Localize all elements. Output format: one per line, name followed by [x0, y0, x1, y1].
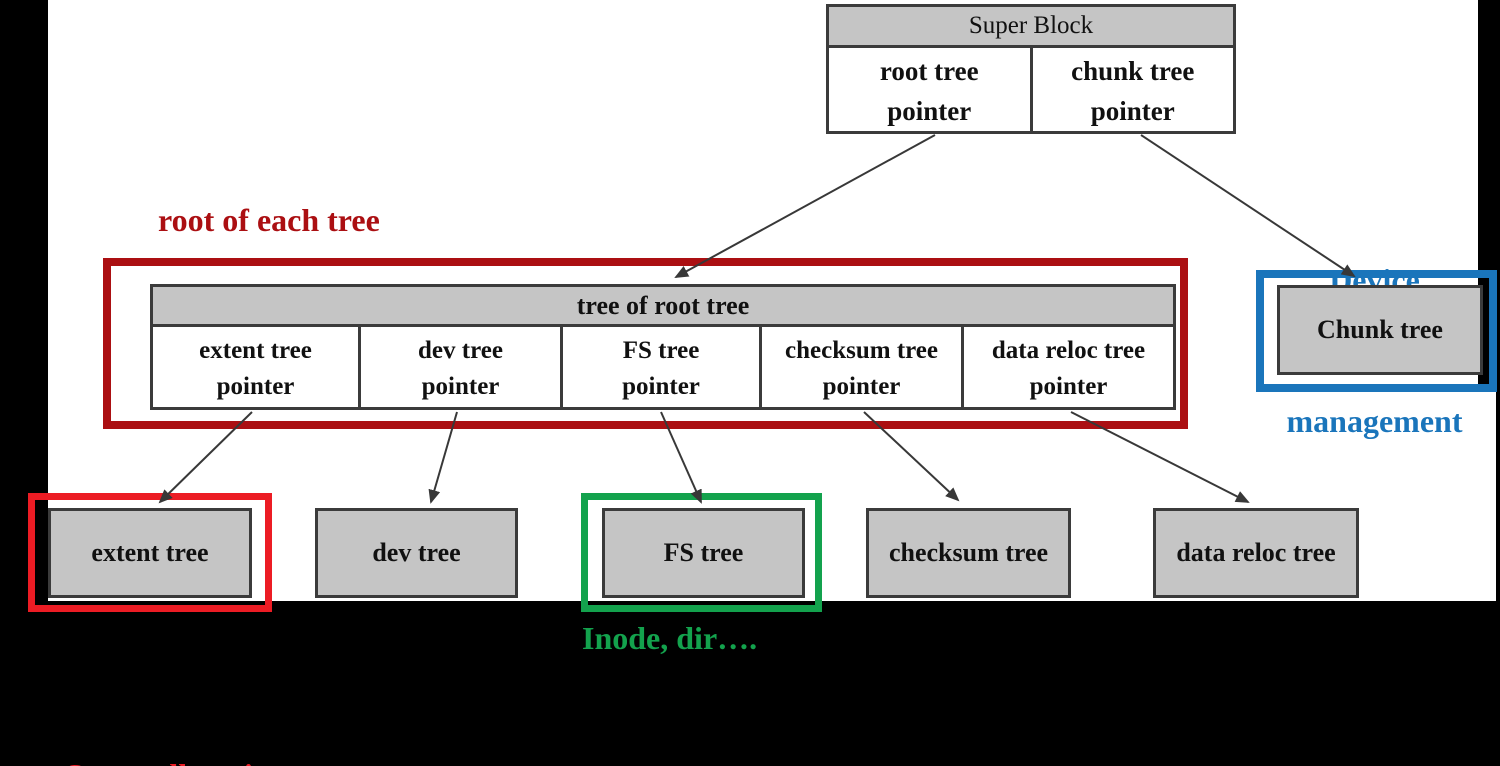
tree-of-root-tree-table: tree of root tree extent tree pointer de…	[150, 284, 1176, 410]
superblock-title: Super Block	[829, 7, 1233, 48]
cell-fs-tree-pointer: FS tree pointer	[560, 327, 759, 410]
cell-line: pointer	[822, 372, 901, 400]
chunk-tree-box: Chunk tree	[1277, 285, 1483, 375]
highlight-box-space-allocation	[28, 493, 272, 612]
cell-checksum-tree-pointer: checksum tree pointer	[759, 327, 961, 410]
data-reloc-tree-box: data reloc tree	[1153, 508, 1359, 598]
annotation-space-allocation: Space allocation information	[20, 663, 332, 766]
cell-line: root tree	[879, 56, 979, 86]
annotation-line: management	[1286, 403, 1463, 439]
highlight-box-inode	[581, 493, 822, 612]
cell-line: pointer	[216, 372, 295, 400]
cell-line: pointer	[622, 372, 700, 400]
cell-extent-tree-pointer: extent tree pointer	[153, 327, 358, 410]
fs-tree-box: FS tree	[602, 508, 805, 598]
annotation-line: Space allocation	[20, 753, 332, 766]
checksum-tree-box: checksum tree	[866, 508, 1071, 598]
canvas-right-strip	[1478, 392, 1496, 601]
superblock-cell-chunk-tree-pointer: chunk tree pointer	[1029, 48, 1234, 134]
extent-tree-box: extent tree	[48, 508, 252, 598]
cell-line: pointer	[887, 96, 972, 126]
highlight-box-device-management	[1256, 270, 1497, 392]
cell-line: pointer	[1090, 96, 1175, 126]
dev-tree-box: dev tree	[315, 508, 518, 598]
cell-line: pointer	[421, 372, 500, 400]
cell-line: checksum tree	[785, 336, 938, 364]
cell-line: FS tree	[622, 336, 700, 364]
cell-line: pointer	[1029, 372, 1108, 400]
superblock-cell-root-tree-pointer: root tree pointer	[829, 48, 1030, 134]
cell-line: extent tree	[199, 336, 312, 364]
cell-data-reloc-tree-pointer: data reloc tree pointer	[961, 327, 1173, 410]
cell-line: dev tree	[418, 336, 503, 364]
tree-of-root-tree-title: tree of root tree	[153, 287, 1173, 327]
cell-line: data reloc tree	[991, 336, 1146, 364]
cell-line: chunk tree	[1071, 56, 1195, 86]
annotation-root-of-each-tree: root of each tree	[158, 202, 380, 238]
superblock-table: Super Block root tree pointer chunk tree…	[826, 4, 1236, 134]
highlight-box-root-of-each-tree	[103, 258, 1188, 429]
cell-dev-tree-pointer: dev tree pointer	[358, 327, 560, 410]
annotation-inode-dir: Inode, dir….	[582, 620, 758, 656]
